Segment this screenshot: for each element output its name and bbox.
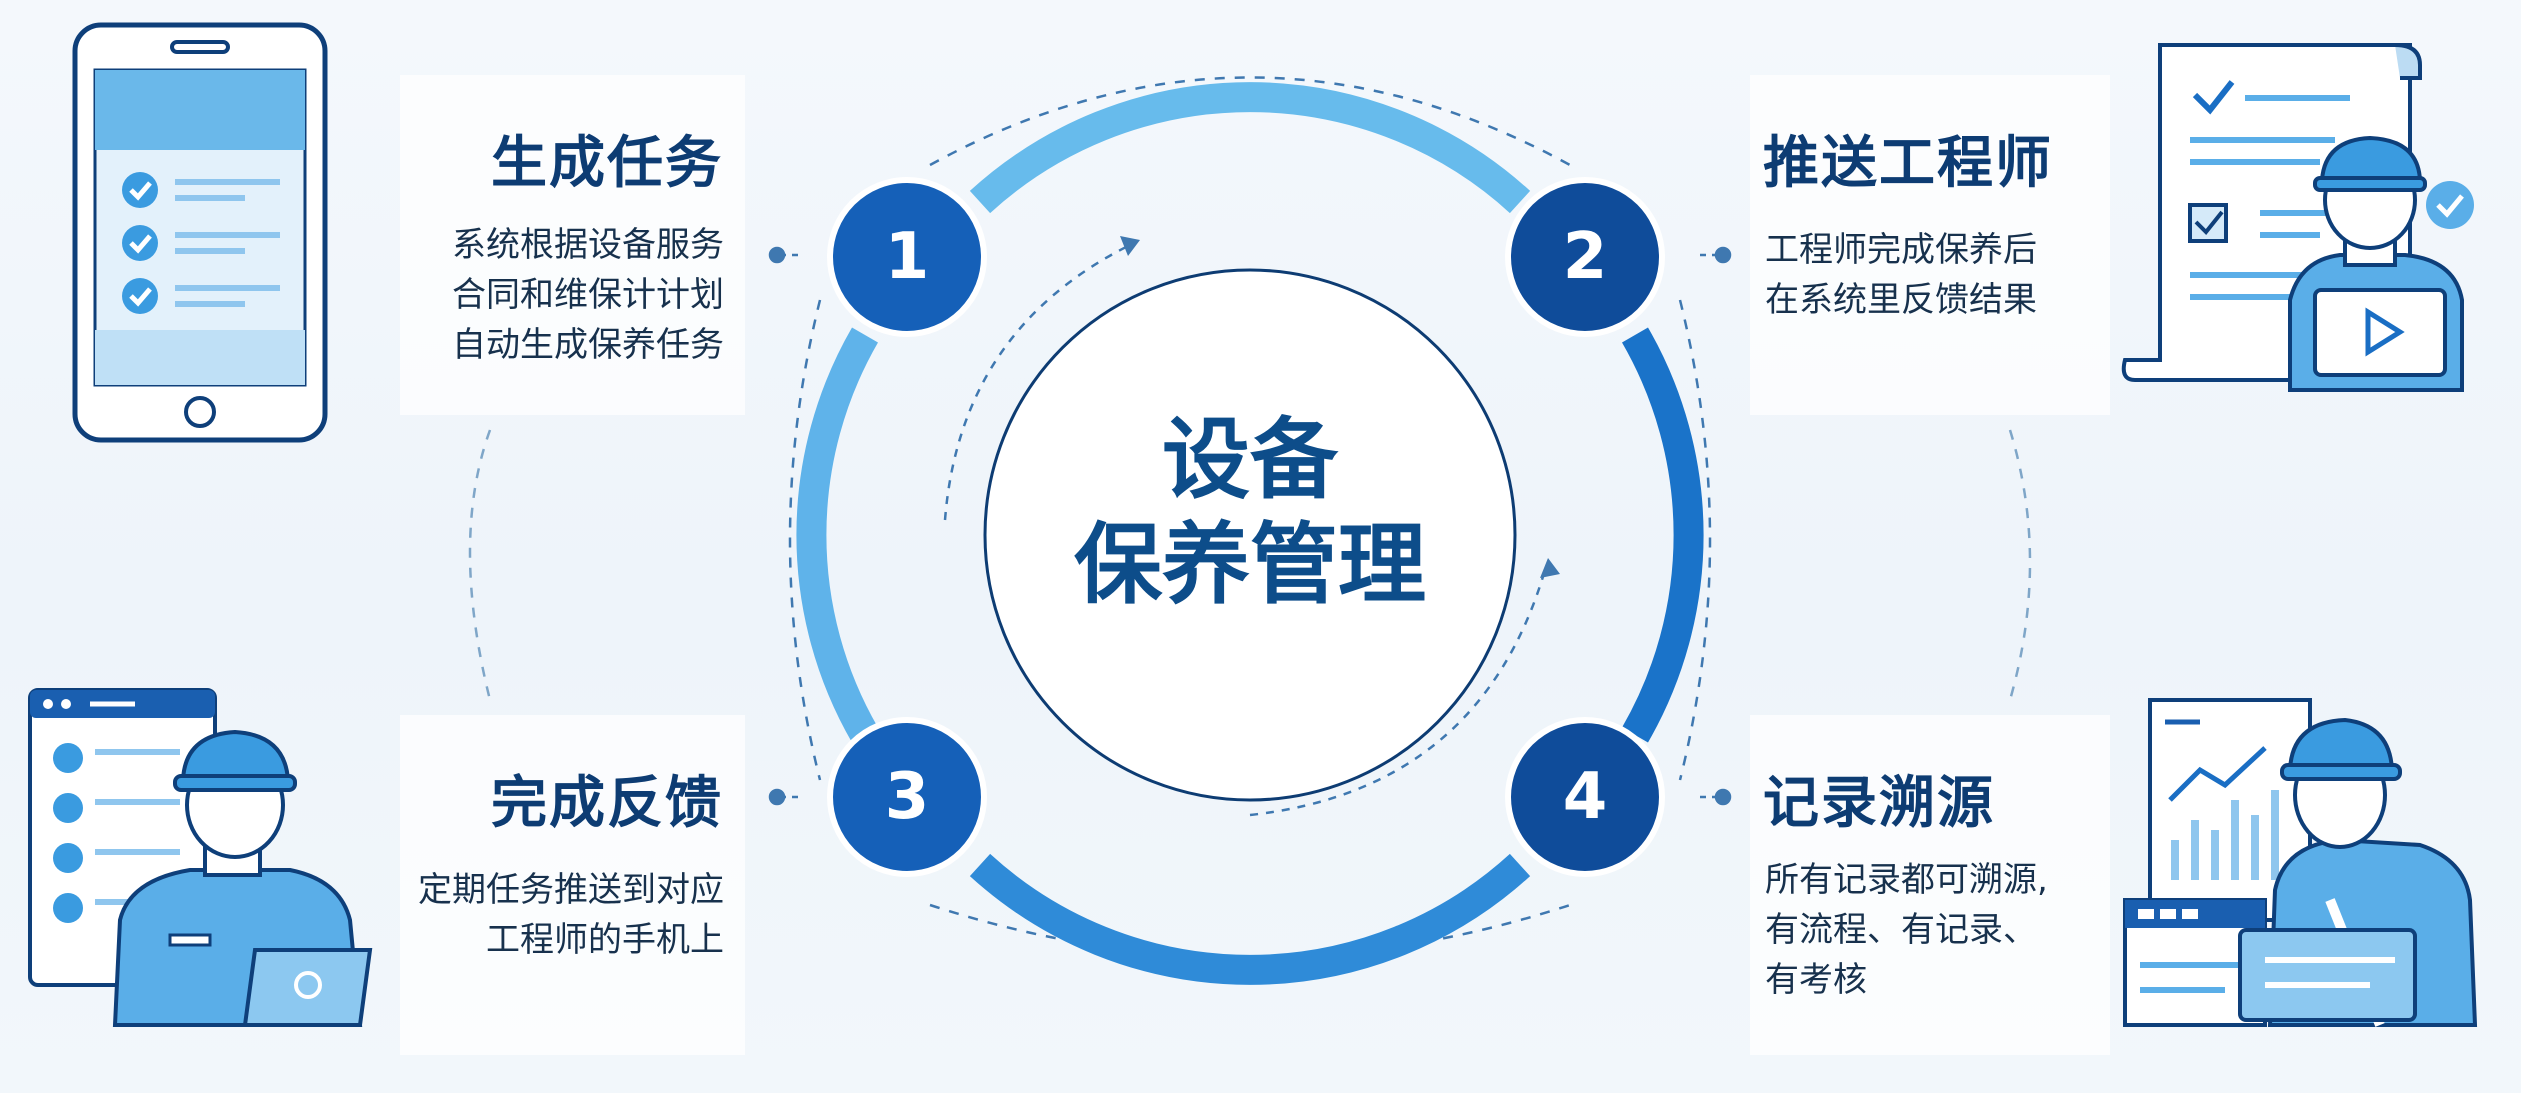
step-3-title: 完成反馈 (491, 771, 723, 836)
card-step-2 (1750, 75, 2110, 415)
inner-arrow-heads (1120, 236, 1560, 578)
step-4-desc-line-1: 所有记录都可溯源, (1765, 860, 2048, 900)
step-1-description: 系统根据设备服务 合同和维保计计划 自动生成保养任务 (452, 220, 724, 370)
engineer-laptop-icon (28, 688, 373, 1027)
center-title-line1: 设备 (1161, 408, 1338, 511)
connector-dots (768, 246, 1732, 806)
step-1-title: 生成任务 (491, 131, 723, 196)
card-step-3 (400, 715, 745, 1055)
badge-number-4: 4 (1562, 760, 1608, 834)
step-4-title: 记录溯源 (1763, 771, 1995, 836)
step-1-desc-line-1: 系统根据设备服务 (452, 225, 724, 265)
step-3-desc-line-2: 工程师的手机上 (486, 920, 724, 960)
side-dashed-connectors (468, 429, 2032, 701)
card-step-1 (400, 75, 745, 415)
center-circle (983, 268, 1517, 802)
step-2-title: 推送工程师 (1763, 131, 2053, 196)
step-badges (827, 177, 1665, 877)
badge-number-3: 3 (884, 760, 930, 834)
badge-1 (827, 177, 987, 337)
step-3-desc-line-1: 定期任务推送到对应 (418, 870, 724, 910)
step-2-desc-line-2: 在系统里反馈结果 (1765, 280, 2037, 320)
badge-4 (1505, 717, 1665, 877)
inner-dashed-arrows (943, 243, 1547, 817)
center-title-line2: 保养管理 (1073, 513, 1426, 616)
phone-checklist-icon (72, 22, 328, 443)
step-2-desc-line-1: 工程师完成保养后 (1765, 230, 2037, 270)
card-step-4 (1750, 715, 2110, 1055)
step-3-description: 定期任务推送到对应 工程师的手机上 (418, 865, 724, 965)
step-1-desc-line-3: 自动生成保养任务 (452, 325, 724, 365)
step-1-desc-line-2: 合同和维保计计划 (452, 275, 724, 315)
document-engineer-icon (2121, 43, 2474, 392)
badge-number-1: 1 (884, 220, 930, 294)
badge-number-2: 2 (1562, 220, 1608, 294)
step-4-desc-line-3: 有考核 (1765, 960, 1867, 1000)
engineer-report-icon (2123, 698, 2478, 1027)
badge-3 (827, 717, 987, 877)
step-2-description: 工程师完成保养后 在系统里反馈结果 (1765, 225, 2037, 325)
step-4-description: 所有记录都可溯源, 有流程、有记录、 有考核 (1765, 855, 2048, 1005)
main-ring (796, 82, 1704, 985)
step-4-desc-line-2: 有流程、有记录、 (1765, 910, 2037, 950)
badge-2 (1505, 177, 1665, 337)
